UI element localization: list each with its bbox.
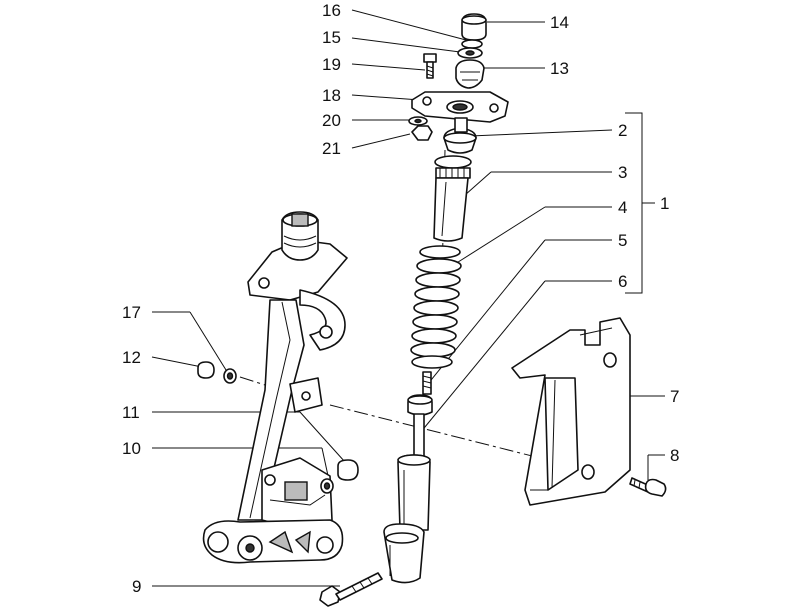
callout-8: 8 xyxy=(670,446,679,465)
callout-9: 9 xyxy=(132,577,141,596)
callout-6: 6 xyxy=(618,272,627,291)
bolt-9 xyxy=(319,572,383,607)
callout-15: 15 xyxy=(322,28,341,47)
callout-10: 10 xyxy=(122,439,141,458)
callout-17: 17 xyxy=(122,303,141,322)
callout-4: 4 xyxy=(618,198,627,217)
callout-5: 5 xyxy=(618,231,627,250)
suspension-arm xyxy=(202,211,348,564)
callout-18: 18 xyxy=(322,86,341,105)
callout-14: 14 xyxy=(550,13,569,32)
callout-12: 12 xyxy=(122,348,141,367)
coil-spring xyxy=(410,245,462,369)
callout-11: 11 xyxy=(122,403,140,422)
leader-lines xyxy=(151,9,665,587)
callout-2: 2 xyxy=(618,121,627,140)
callout-13: 13 xyxy=(550,59,569,78)
bolt-8 xyxy=(629,477,667,497)
shock-absorber-assembly xyxy=(383,13,509,584)
callout-19: 19 xyxy=(322,55,341,74)
callout-16: 16 xyxy=(322,1,341,20)
callout-21: 21 xyxy=(322,139,341,158)
callout-3: 3 xyxy=(618,163,627,182)
bracket-7 xyxy=(511,317,631,506)
callout-20: 20 xyxy=(322,111,341,130)
small-parts-left xyxy=(197,361,359,494)
callout-labels: 16 15 19 18 20 21 14 13 2 3 4 5 6 1 7 8 … xyxy=(122,1,679,596)
callout-1: 1 xyxy=(660,194,669,213)
callout-7: 7 xyxy=(670,387,679,406)
